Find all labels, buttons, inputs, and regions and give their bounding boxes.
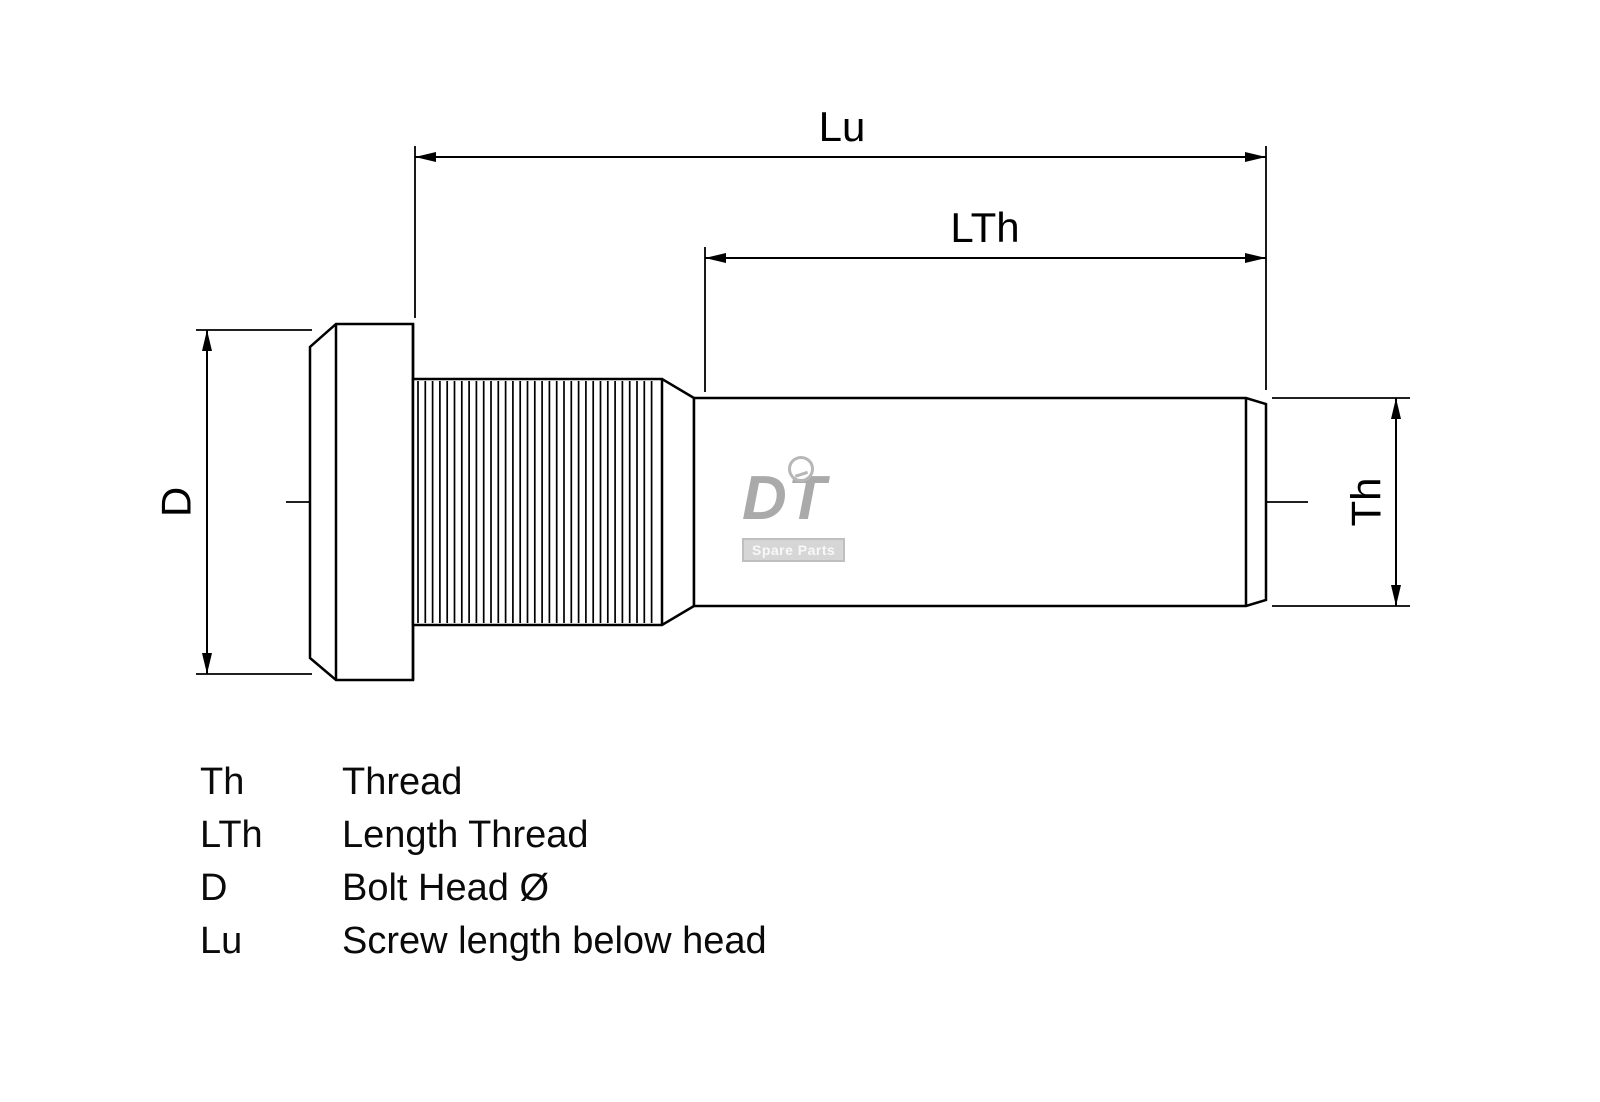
dt-logo-globe-icon	[788, 456, 814, 482]
legend-abbr: Th	[200, 761, 245, 803]
legend-row-lu: Lu Screw length below head	[200, 915, 767, 968]
legend-desc: Screw length below head	[342, 920, 767, 962]
dt-logo-subtitle: Spare Parts	[742, 538, 846, 562]
legend-desc: Length Thread	[342, 814, 589, 856]
legend-row-d: D Bolt Head Ø	[200, 862, 767, 915]
legend-abbr: LTh	[200, 814, 263, 856]
spline-serrations	[417, 381, 653, 623]
legend-desc: Thread	[342, 761, 463, 803]
legend-abbr: D	[200, 867, 228, 909]
dt-logo: DT	[742, 456, 862, 530]
d-label: D	[153, 487, 200, 517]
legend: Th Thread LTh Length Thread D Bolt Head …	[200, 756, 767, 968]
brand-watermark: DT Spare Parts	[742, 456, 862, 562]
dimension-lth: LTh	[704, 204, 1266, 392]
legend-row-lth: LTh Length Thread	[200, 809, 767, 862]
th-label: Th	[1343, 477, 1390, 526]
lth-label: LTh	[950, 204, 1019, 251]
dt-logo-text: DT	[742, 464, 827, 533]
dimension-lu: Lu	[414, 103, 1267, 390]
legend-row-th: Th Thread	[200, 756, 767, 809]
legend-abbr: Lu	[200, 920, 243, 962]
dimension-th: Th	[1272, 397, 1410, 607]
bolt-head	[308, 322, 415, 682]
spline-section	[411, 377, 696, 627]
dimension-d: D	[153, 329, 312, 675]
legend-desc: Bolt Head Ø	[342, 867, 549, 909]
lu-label: Lu	[819, 103, 866, 150]
